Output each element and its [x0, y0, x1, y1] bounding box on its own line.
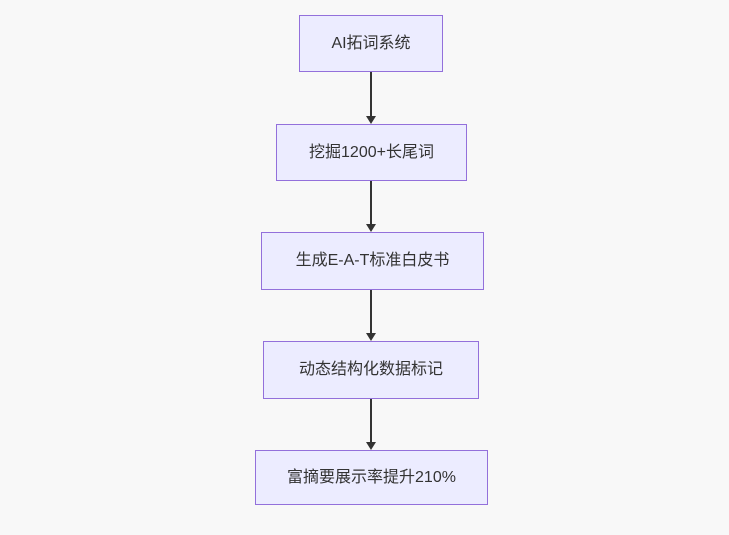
flow-node-structured-data-markup: 动态结构化数据标记	[263, 341, 479, 399]
flow-arrow	[364, 72, 378, 124]
flow-arrow	[364, 399, 378, 450]
flow-node-label: 生成E-A-T标准白皮书	[295, 252, 450, 269]
arrowhead-down-icon	[366, 442, 376, 450]
arrow-line	[370, 181, 372, 225]
flow-node-label: AI拓词系统	[331, 34, 411, 52]
flow-node-eat-whitepaper: 生成E-A-T标准白皮书	[261, 232, 484, 290]
arrowhead-down-icon	[366, 333, 376, 341]
flow-arrow	[364, 181, 378, 232]
flow-arrow	[364, 290, 378, 341]
flow-node-rich-snippet-rate: 富摘要展示率提升210%	[255, 450, 488, 505]
arrow-line	[370, 72, 372, 117]
arrowhead-down-icon	[366, 224, 376, 232]
flow-node-label: 富摘要展示率提升210%	[287, 468, 456, 486]
arrowhead-down-icon	[366, 116, 376, 124]
flow-node-longtail-keywords: 挖掘1200+长尾词	[276, 124, 467, 181]
arrow-line	[370, 290, 372, 334]
arrow-line	[370, 399, 372, 443]
flow-node-label: 挖掘1200+长尾词	[309, 143, 434, 161]
flow-node-label: 动态结构化数据标记	[298, 361, 443, 378]
flow-node-ai-expansion-system: AI拓词系统	[299, 15, 443, 72]
